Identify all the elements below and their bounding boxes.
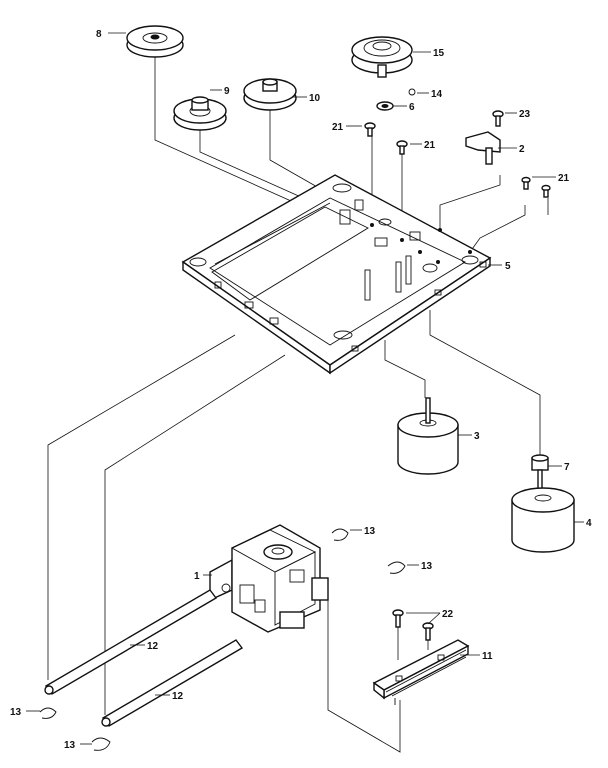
callout-10: 10 xyxy=(309,93,321,104)
callout-7: 7 xyxy=(564,462,570,473)
rack-11 xyxy=(372,639,470,705)
callout-21c: 21 xyxy=(558,173,570,184)
optical-pickup-1 xyxy=(209,524,329,633)
callout-23: 23 xyxy=(519,109,531,120)
callout-12a: 12 xyxy=(147,641,159,652)
chassis-frame xyxy=(181,174,492,375)
callout-5: 5 xyxy=(505,261,511,272)
motor-4 xyxy=(511,487,575,553)
callout-13b: 13 xyxy=(421,561,433,572)
gear-9 xyxy=(173,96,227,131)
callout-12b: 12 xyxy=(172,691,184,702)
screw-21-right xyxy=(521,176,551,215)
spring-14 xyxy=(408,88,416,96)
washer-6 xyxy=(376,101,394,111)
callout-2: 2 xyxy=(519,144,525,155)
motor-3 xyxy=(397,397,459,475)
guide-shaft-12-lower xyxy=(101,639,244,727)
screw-21-center xyxy=(396,140,408,155)
bracket-2 xyxy=(465,131,501,165)
callout-arrows xyxy=(26,32,584,745)
callout-15: 15 xyxy=(433,48,445,59)
callout-6: 6 xyxy=(409,102,415,113)
screw-23 xyxy=(492,110,504,127)
callout-22: 22 xyxy=(442,609,454,620)
callout-3: 3 xyxy=(474,431,480,442)
callout-1: 1 xyxy=(194,571,200,582)
callout-8: 8 xyxy=(96,29,102,40)
callout-13c: 13 xyxy=(10,707,22,718)
callout-21b: 21 xyxy=(424,140,436,151)
turntable-15 xyxy=(351,36,413,78)
callout-9: 9 xyxy=(224,86,230,97)
guide-shaft-12-upper xyxy=(44,589,218,695)
callout-13d: 13 xyxy=(64,740,76,751)
screw-22 xyxy=(392,609,434,660)
clip-13-lower-left xyxy=(39,707,57,719)
callout-21a: 21 xyxy=(332,122,344,133)
pinion-gear-7 xyxy=(531,454,549,491)
clip-13-mid xyxy=(387,561,406,574)
callout-labels: 8 9 10 15 14 6 23 2 21 21 21 5 3 7 4 1 1… xyxy=(10,29,592,751)
gear-8 xyxy=(126,25,184,58)
callout-14: 14 xyxy=(431,89,443,100)
gear-10 xyxy=(243,78,297,111)
clip-13-top xyxy=(331,528,349,541)
clip-13-bottom-left xyxy=(91,737,111,751)
callout-13a: 13 xyxy=(364,526,376,537)
screw-21-left xyxy=(364,122,376,137)
callout-4: 4 xyxy=(586,518,592,529)
callout-11: 11 xyxy=(482,651,493,662)
